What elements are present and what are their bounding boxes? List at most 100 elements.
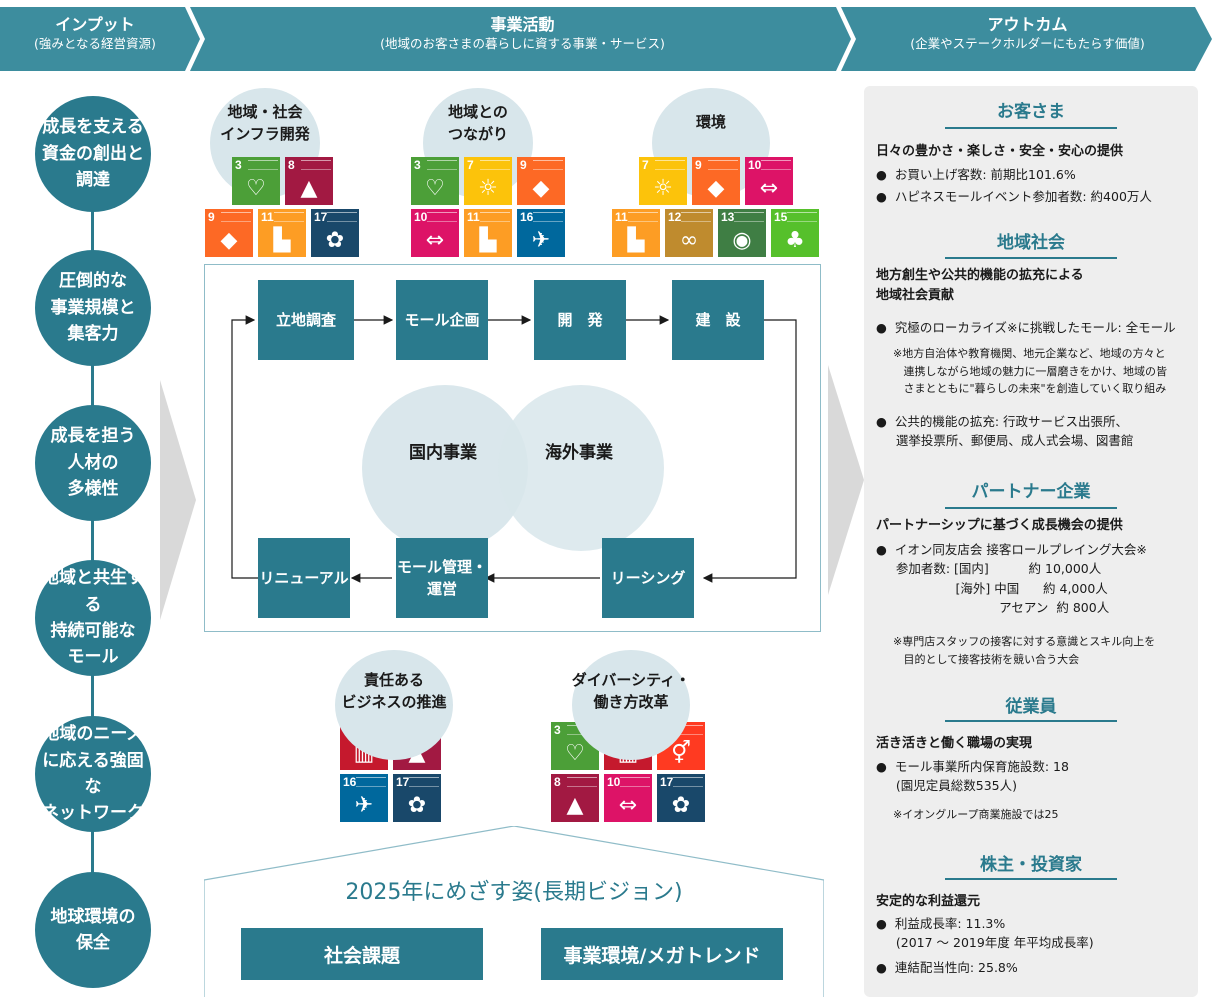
cycle-arrows	[231, 315, 797, 583]
outcome-partners-rule	[945, 507, 1117, 509]
sdg-goal-caption	[356, 777, 386, 787]
outcome-community-bullet-1: ● 究極のローカライズ※に挑戦したモール: 全モール	[876, 320, 1176, 335]
process-leasing: リーシング	[602, 538, 694, 618]
sdg-goal-number: 10	[607, 775, 621, 789]
sdg-goal-number: 10	[748, 158, 762, 172]
sdg-goal-number: 9	[520, 158, 527, 172]
heartbeat-icon: ♡	[246, 176, 266, 201]
sdg-goal-3-tile: 3♡	[411, 157, 459, 205]
process-planning: モール企画	[396, 280, 488, 360]
sdg-group-env: 7☼9◆10⇔11▙12∞13◉15♣	[612, 157, 824, 259]
sdg-goal-caption	[427, 212, 457, 222]
input-header-subtitle: (強みとなる経営資源)	[34, 35, 156, 51]
outcome-customers-rule	[945, 127, 1117, 129]
outcome-customers-bullet-1: ● お買い上げ客数: 前期比101.6%	[876, 167, 1076, 182]
sdg-goal-16-tile: 16 ✈	[340, 774, 388, 822]
dove-icon: ✈	[531, 228, 551, 253]
header-band	[0, 7, 1212, 71]
equality-icon: ⇔	[759, 176, 779, 201]
tree-icon: ♣	[785, 228, 805, 253]
flower-icon: ✿	[671, 793, 691, 818]
sdg-goal-number: 3	[235, 158, 242, 172]
sdg-goal-caption	[301, 160, 331, 170]
flower-icon: ✿	[325, 228, 345, 253]
sdg-goal-caption	[628, 212, 658, 222]
equality-icon: ⇔	[425, 228, 445, 253]
outcome-community-heading: 地域社会	[997, 233, 1065, 253]
sdg-goal-caption	[673, 777, 703, 787]
sdg-goal-7-tile: 7☼	[639, 157, 687, 205]
outcome-partners-heading: パートナー企業	[971, 482, 1091, 502]
sdg-goal-number: 16	[520, 210, 534, 224]
sdg-goal-caption	[533, 212, 563, 222]
eye-icon: ◉	[732, 228, 752, 253]
sdg-goal-caption	[409, 777, 439, 787]
outcome-partners-bullet-1: ● イオン同友店会 接客ロールプレイング大会※ 参加者数: [国内] 約 10,…	[876, 542, 1147, 616]
outcome-shareholders-lead: 安定的な利益還元	[876, 894, 981, 909]
sdg-goal-10-tile: 10 ⇔	[604, 774, 652, 822]
theme-responsible-title: 責任ある ビジネスの推進	[341, 671, 447, 711]
input-connector-line	[91, 150, 94, 930]
input-funding: 成長を支える 資金の創出と 調達	[35, 96, 151, 212]
outcome-panel	[864, 86, 1198, 997]
outcome-community-lead: 地方創生や公共的機能の拡充による 地域社会貢献	[876, 268, 1084, 304]
sdg-goal-caption	[655, 160, 685, 170]
sdg-goal-number: 7	[642, 158, 649, 172]
sdg-goal-number: 3	[414, 158, 421, 172]
sdg-goal-caption	[708, 160, 738, 170]
sdg-goal-number: 16	[343, 775, 357, 789]
infinity-icon: ∞	[679, 228, 699, 253]
sdg-goal-caption	[533, 160, 563, 170]
domestic-label: 国内事業	[409, 443, 477, 463]
sdg-goal-9-tile: 9◆	[692, 157, 740, 205]
sdg-goal-9-tile: 9◆	[205, 209, 253, 257]
gender-icon: ⚥	[671, 741, 691, 766]
vision-megatrend: 事業環境/メガトレンド	[541, 928, 783, 980]
input-header: インプット (強みとなる経営資源)	[0, 14, 190, 52]
theme-circle-responsible	[335, 650, 453, 760]
sun-icon: ☼	[653, 176, 673, 201]
sdg-goal-10-tile: 10⇔	[411, 209, 459, 257]
process-construction: 建 設	[672, 280, 764, 360]
sdg-goal-caption	[673, 725, 703, 735]
sdg-goal-16-tile: 16 ✈	[517, 209, 565, 257]
outcome-partners-lead: パートナーシップに基づく成長機会の提供	[876, 518, 1123, 533]
sdg-goal-8-tile: 8▲	[551, 774, 599, 822]
outcome-employees-bullet-1: ● モール事業所内保育施設数: 18 (園児定員総数535人)	[876, 759, 1069, 794]
theme-circle-diversity	[572, 650, 690, 760]
sdg-goal-caption	[787, 212, 817, 222]
sdg-goal-caption	[567, 777, 597, 787]
cubes-icon: ◆	[707, 176, 725, 201]
dove-icon: ✈	[354, 793, 374, 818]
sdg-goal-number: 7	[467, 158, 474, 172]
flow-arrow-right	[828, 365, 864, 595]
cubes-icon: ◆	[220, 228, 238, 253]
outcome-customers-lead: 日々の豊かさ・楽しさ・安全・安心の提供	[876, 144, 1124, 159]
business-header-subtitle: (地域のお客さまの暮らしに資する事業・サービス)	[380, 35, 665, 51]
sdg-goal-number: 9	[208, 210, 215, 224]
outcome-customers-heading: お客さま	[997, 102, 1065, 122]
heartbeat-icon: ♡	[565, 741, 585, 766]
sdg-goal-caption	[327, 212, 357, 222]
sdg-goal-11-tile: 11▙	[464, 209, 512, 257]
outcome-shareholders-bullet-1: ● 利益成長率: 11.3% (2017 ～ 2019年度 年平均成長率)	[876, 916, 1094, 951]
process-development: 開 発	[534, 280, 626, 360]
process-siting: 立地調査	[258, 280, 354, 360]
business-header-title: 事業活動	[490, 15, 555, 34]
input-sustainable-mall: 地域と共生する 持続可能な モール	[35, 560, 151, 676]
outcome-header: アウトカム (企業やステークホルダーにもたらす価値)	[855, 14, 1200, 52]
sdg-goal-number: 12	[668, 210, 682, 224]
sdg-goal-number: 8	[288, 158, 295, 172]
sdg-goal-caption	[620, 777, 650, 787]
sdg-goal-17-tile: 17✿	[311, 209, 359, 257]
sdg-group-connect: 3♡7☼9◆10⇔11▙16✈	[411, 157, 571, 259]
sdg-goal-caption	[681, 212, 711, 222]
sdg-goal-number: 17	[660, 775, 674, 789]
input-header-title: インプット	[55, 15, 135, 34]
sdg-goal-15-tile: 15♣	[771, 209, 819, 257]
sdg-goal-number: 11	[261, 210, 274, 224]
sdg-goal-caption	[248, 160, 278, 170]
equality-icon: ⇔	[618, 793, 638, 818]
sdg-goal-caption	[427, 160, 457, 170]
outcome-customers-bullet-2: ● ハピネスモールイベント参加者数: 約400万人	[876, 189, 1152, 204]
